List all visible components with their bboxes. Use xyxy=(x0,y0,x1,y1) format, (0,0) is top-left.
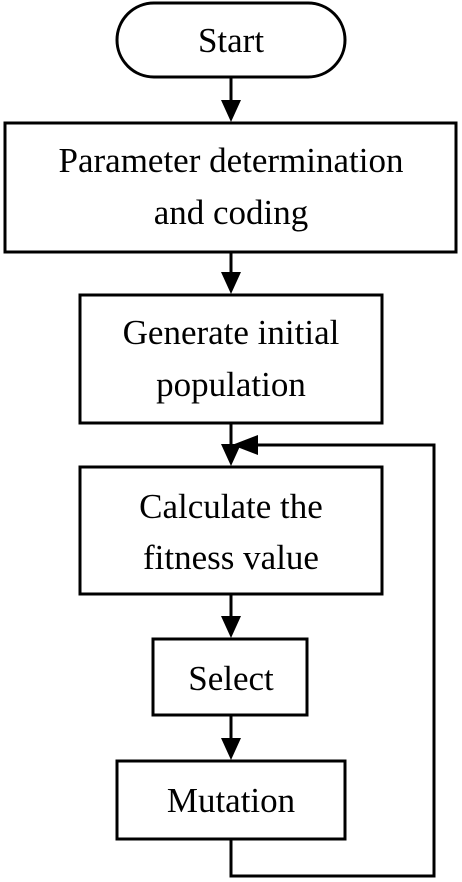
arrow-select-to-mutation xyxy=(221,715,241,760)
arrow-generate-to-fitness xyxy=(221,423,241,466)
generate-population-label-line2: population xyxy=(156,365,306,404)
arrow-start-to-parameter xyxy=(221,77,241,122)
arrow-parameter-to-generate xyxy=(221,252,241,294)
generate-population-node: Generate initial population xyxy=(78,293,384,425)
start-label: Start xyxy=(198,21,264,60)
fitness-label-line2: fitness value xyxy=(143,538,319,577)
mutation-node: Mutation xyxy=(115,759,347,841)
fitness-label-line1: Calculate the xyxy=(139,487,323,526)
select-label: Select xyxy=(188,659,274,698)
parameter-coding-node: Parameter determination and coding xyxy=(3,121,458,254)
parameter-coding-label-line1: Parameter determination xyxy=(59,141,404,180)
mutation-label: Mutation xyxy=(167,781,295,820)
fitness-node: Calculate the fitness value xyxy=(78,465,384,596)
select-node: Select xyxy=(151,637,309,717)
arrow-fitness-to-select xyxy=(221,594,241,638)
parameter-coding-label-line2: and coding xyxy=(154,193,309,232)
start-node: Start xyxy=(115,1,347,79)
generate-population-label-line1: Generate initial xyxy=(123,313,340,352)
arrow-loop-back-to-fitness xyxy=(229,435,436,878)
